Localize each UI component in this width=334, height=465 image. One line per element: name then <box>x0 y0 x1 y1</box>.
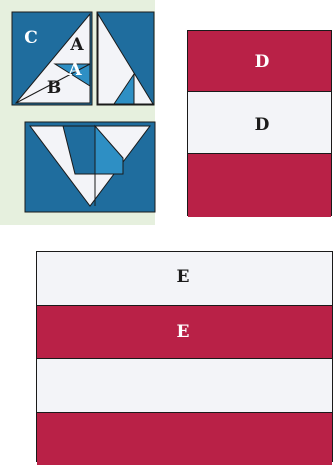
stripe-e-red-bottom <box>37 412 332 465</box>
label-e-red: E <box>171 322 195 342</box>
label-c: C <box>19 28 43 48</box>
stripe-d-red-bottom <box>188 153 331 217</box>
label-d-red: D <box>250 52 274 72</box>
label-a-top: A <box>65 35 89 55</box>
label-a-mid: A <box>63 60 87 80</box>
patch-block-heart <box>25 122 155 212</box>
label-e-white: E <box>171 267 195 287</box>
label-d-white: D <box>250 115 274 135</box>
label-b: B <box>42 78 66 98</box>
patch-block-fold <box>97 12 154 105</box>
